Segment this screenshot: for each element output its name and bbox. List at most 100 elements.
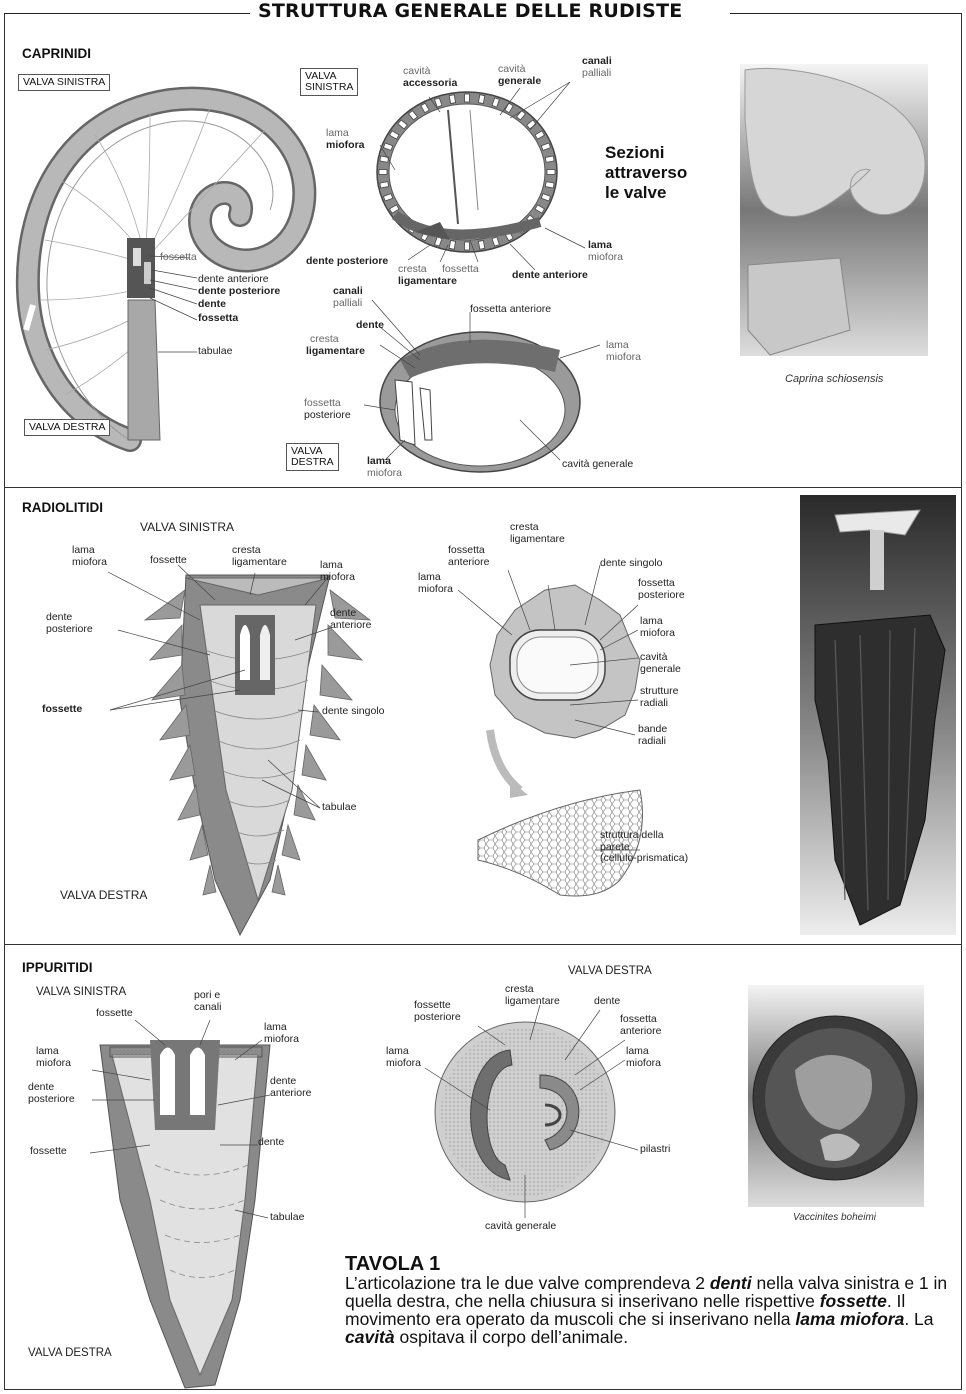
label-i-dente: dente [258,1137,284,1149]
label-i-valva-destra: VALVA DESTRA [28,1348,112,1360]
label-valva-sinistra: VALVA SINISTRA [18,74,110,91]
label-r-valva-destra: VALVA DESTRA [60,890,147,902]
section-title-ippuritidi: IPPURITIDI [22,960,93,975]
caprinidi-coiled-shell [26,99,304,440]
pallial-canal [478,241,484,250]
label-canali-lower: canali [333,286,363,298]
label-lama-lower: lama [606,340,629,352]
label-fossetta: fossetta [160,252,197,264]
label-rs-cavita: cavità generale [640,652,681,675]
pallial-canal [449,241,455,250]
section-title-caprinidi: CAPRINIDI [22,46,91,61]
label-is-lama-miofora-l: lama miofora [386,1046,421,1069]
label-rs-lama-miofora: lama miofora [418,572,453,595]
label-miofora: miofora [326,140,365,152]
label-rs-cresta: cresta ligamentare [510,522,565,545]
label-palliali-lower: palliali [333,298,362,310]
label-is-pilastri: pilastri [640,1144,670,1156]
caprinidi-section-upper [377,82,585,270]
tavola-term-fossette: fossette [820,1291,887,1311]
pallial-canal [465,94,470,102]
tavola-text: L’articolazione tra le due valve compren… [345,1274,955,1346]
label-r-fossette: fossette [42,704,82,716]
label-dente-anteriore-sec: dente anteriore [512,270,588,282]
label-is-fossetta-ant: fossetta anteriore [620,1014,661,1037]
label-rs-bande-radiali: bande radiali [638,724,667,747]
label-r-tabulae: tabulae [322,802,356,814]
label-is-valva-destra: VALVA DESTRA [568,966,652,978]
label-sezioni: Sezioni attraverso le valve [605,143,687,203]
pallial-canal [465,242,470,250]
label-valva-destra-box: VALVA DESTRA [286,443,339,471]
label-r-dente-singolo: dente singolo [322,706,384,718]
label-miofora-lower: miofora [606,352,641,364]
label-ligamentare-lower: ligamentare [306,346,365,358]
caprina-photo [740,64,928,356]
label-cavita-acc: cavità [403,66,430,78]
tavola-term-lama: lama miofora [795,1309,904,1329]
label-i-valva-sinistra: VALVA SINISTRA [36,987,126,999]
label-lama: lama [326,128,349,140]
tavola-term-cavita: cavità [345,1327,395,1347]
label-dente: dente [198,299,226,311]
label-is-cavita: cavità generale [485,1221,556,1233]
pallial-canal [547,170,555,175]
label-fossetta-post: fossetta [304,398,341,410]
ippuritidi-section [425,1005,638,1218]
label-r-dente-posteriore: dente posteriore [46,612,93,635]
label-i-dente-posteriore: dente posteriore [28,1082,75,1105]
pallial-canal [449,95,455,104]
label-i-fossette-top: fossette [96,1008,133,1020]
caption-caprina: Caprina schiosensis [785,373,883,385]
tavola-term-denti: denti [710,1273,752,1293]
label-i-dente-anteriore: dente anteriore [270,1076,311,1099]
label-rs-dente-singolo: dente singolo [600,558,662,570]
label-canali: canali [582,56,612,68]
label-dente-lower: dente [356,320,384,332]
tavola-text-1: L’articolazione tra le due valve compren… [345,1273,710,1293]
label-r-valva-sinistra: VALVA SINISTRA [140,522,234,534]
pallial-canal [545,182,554,188]
tavola-text-4: . La [904,1309,933,1329]
label-cresta-lower: cresta [310,334,339,346]
label-is-cresta: cresta ligamentare [505,984,560,1007]
ippuritidi-photo [748,985,924,1207]
label-lama-2: lama [588,240,612,252]
pallial-canal [545,156,554,162]
label-miofora-2: miofora [588,252,623,264]
label-accessoria: accessoria [403,78,457,90]
label-dente-posteriore-sec: dente posteriore [306,256,388,268]
caption-vaccinites: Vaccinites boheimi [793,1212,876,1223]
ippuritidi-cone [90,1020,270,1388]
label-rs-fossetta-post: fossetta posteriore [638,578,685,601]
label-is-fossette-post: fossette posteriore [414,1000,461,1023]
label-fossetta-anteriore: fossetta anteriore [470,304,551,316]
label-tabulae: tabulae [198,346,232,358]
label-i-lama-miofora-l: lama miofora [36,1046,71,1069]
label-rs-fossetta-ant: fossetta anteriore [448,545,489,568]
label-r-lama-miofora-l: lama miofora [72,545,107,568]
pallial-canal [478,95,484,104]
label-posteriore: posteriore [304,410,351,422]
label-r-cresta: cresta ligamentare [232,545,287,568]
caprinidi-section-lower [364,300,600,472]
radiolitidi-photo [800,495,956,935]
pallial-canal [379,170,387,175]
label-palliali: palliali [582,68,611,80]
label-lama-lower-2: lama [367,456,391,468]
label-r-dente-anteriore: dente anteriore [330,608,371,631]
label-ligamentare: ligamentare [398,276,457,288]
label-generale: generale [498,76,541,88]
section-title-radiolitidi: RADIOLITIDI [22,500,103,515]
tavola-text-5: ospitava il corpo dell’animale. [395,1327,628,1347]
label-i-fossette: fossette [30,1146,67,1158]
label-rs-struttura-parete: struttura della parete (cellulo-prismati… [600,830,688,865]
label-fossetta-b: fossetta [198,313,238,325]
label-cavita-gen: cavità [498,64,525,76]
label-i-lama-miofora-r: lama miofora [264,1022,299,1045]
label-dente-anteriore: dente anteriore [198,274,269,286]
label-rs-lama-miofora-2: lama miofora [640,616,675,639]
label-valva-destra: VALVA DESTRA [24,419,110,436]
